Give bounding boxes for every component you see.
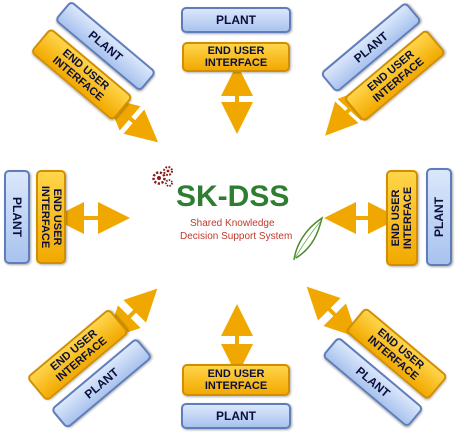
eui-line2: INTERFACE	[39, 185, 51, 249]
eui-line2: INTERFACE	[402, 186, 414, 250]
arrow-bottom-right	[306, 286, 358, 338]
eui-line2: INTERFACE	[204, 57, 268, 69]
eui-line1: END USER	[390, 189, 402, 247]
eui-rotated: END USER INTERFACE	[39, 186, 63, 248]
plant-box: PLANT	[426, 168, 452, 266]
plant-label: PLANT	[432, 197, 446, 237]
end-user-interface-box: END USER INTERFACE	[386, 170, 418, 266]
plant-box: PLANT	[4, 170, 30, 264]
end-user-interface-box: END USER INTERFACE	[182, 364, 290, 396]
plant-box: PLANT	[181, 7, 291, 33]
end-user-interface-box: END USER INTERFACE	[182, 42, 290, 72]
arrow-bottom-left	[106, 288, 158, 340]
eui-line1: END USER	[207, 45, 265, 57]
eui-line1: END USER	[51, 188, 63, 246]
logo-title: SK-DSS	[176, 180, 290, 213]
leaf-icon	[293, 216, 324, 261]
sk-dss-logo: SK-DSS Shared Knowledge Decision Support…	[150, 160, 330, 270]
plant-label: PLANT	[10, 197, 24, 237]
end-user-interface-box: END USER INTERFACE	[36, 170, 66, 264]
logo-subtitle-line2: Decision Support System	[180, 231, 293, 242]
eui-line2: INTERFACE	[204, 380, 268, 392]
gears-icon	[152, 166, 173, 187]
plant-box: PLANT	[181, 403, 291, 429]
logo-subtitle-line1: Shared Knowledge	[190, 218, 275, 229]
eui-line1: END USER	[207, 368, 265, 380]
eui-rotated: END USER INTERFACE	[390, 187, 414, 249]
arrow-top-left	[105, 97, 159, 143]
